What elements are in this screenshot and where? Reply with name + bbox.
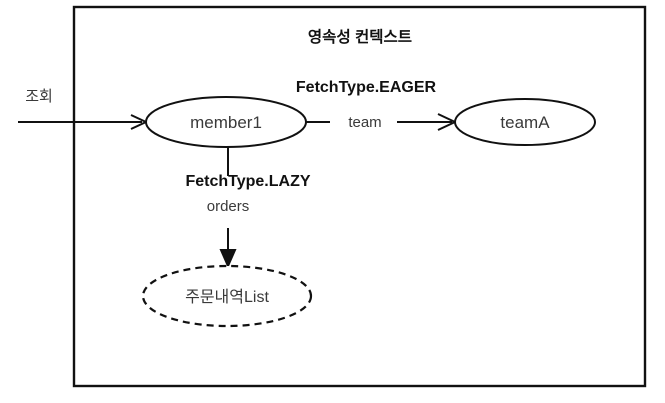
- node-member1-label: member1: [190, 113, 262, 132]
- node-orders-list: [141, 264, 313, 328]
- lazy-annotation-label: FetchType.LAZY: [185, 173, 310, 190]
- persistence-context-title: 영속성 컨텍스트: [308, 28, 412, 46]
- persistence-context-box: [72, 5, 647, 388]
- eager-annotation-label: FetchType.EAGER: [296, 79, 437, 96]
- orders-arrow-head-icon: [219, 249, 237, 269]
- node-orders-list-label: 주문내역List: [185, 288, 269, 306]
- node-teamA: [454, 98, 596, 146]
- query-label: 조회: [25, 88, 53, 105]
- orders-edge-label: orders: [207, 198, 250, 215]
- team-edge-label: team: [348, 114, 381, 131]
- node-teamA-label: teamA: [500, 113, 550, 132]
